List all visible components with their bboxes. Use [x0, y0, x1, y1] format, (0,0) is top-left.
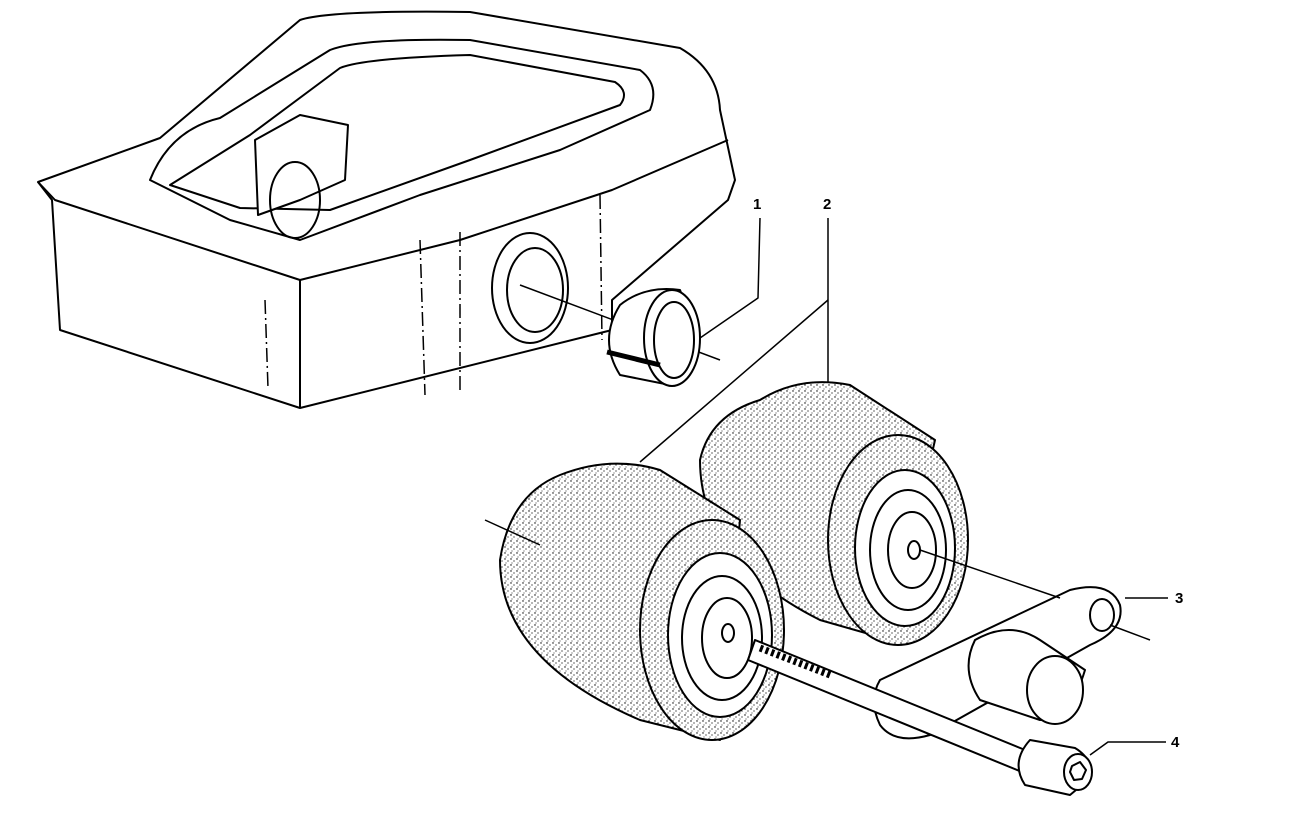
bushing [606, 288, 701, 387]
callout-2: 2 [823, 196, 832, 213]
callout-4: 4 [1171, 734, 1180, 751]
callout-3: 3 [1175, 590, 1184, 607]
housing [37, 10, 736, 409]
leader-lines [639, 217, 1168, 756]
callout-1: 1 [753, 196, 762, 213]
roller-front [484, 462, 785, 741]
bolt [747, 639, 1093, 796]
bracket [873, 549, 1151, 740]
